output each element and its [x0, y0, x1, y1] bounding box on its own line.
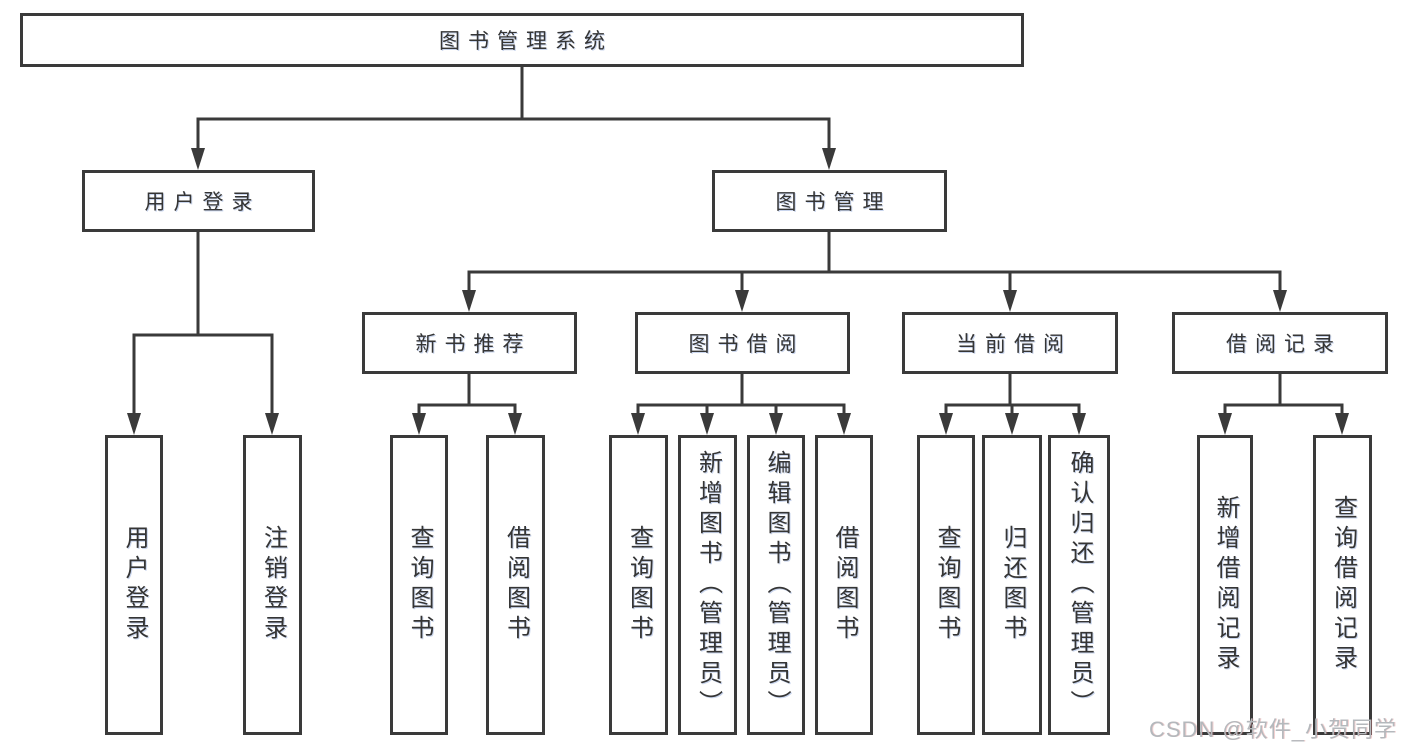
- connector-new-book-rec-to-leaves: [412, 374, 522, 435]
- node-query-books-current: 查询图书: [917, 435, 975, 735]
- connector-book-borrowing-to-leaves: [631, 374, 851, 435]
- node-add-borrow-record: 新增借阅记录: [1197, 435, 1253, 735]
- node-user-login: 用户登录: [82, 170, 315, 232]
- node-library-system: 图书管理系统: [20, 13, 1024, 67]
- node-confirm-return-admin: 确认归还（管理员）: [1048, 435, 1110, 735]
- connector-book-mgmt-to-level3: [462, 232, 1287, 312]
- node-borrowing-records: 借阅记录: [1172, 312, 1388, 374]
- node-return-books: 归还图书: [982, 435, 1042, 735]
- connector-borrowing-records-to-leaves: [1218, 374, 1349, 435]
- node-edit-books-admin: 编辑图书（管理员）: [747, 435, 805, 735]
- node-query-books-borrowing: 查询图书: [609, 435, 668, 735]
- node-borrow-books-recommend: 借阅图书: [486, 435, 545, 735]
- node-borrow-books-borrowing: 借阅图书: [815, 435, 873, 735]
- node-query-books-recommend: 查询图书: [390, 435, 448, 735]
- node-book-borrowing: 图书借阅: [635, 312, 850, 374]
- connector-current-borrowing-to-leaves: [939, 374, 1086, 435]
- node-query-borrow-record: 查询借阅记录: [1313, 435, 1372, 735]
- node-logout-leaf: 注销登录: [243, 435, 302, 735]
- connector-user-login-to-leaves: [127, 232, 279, 435]
- node-current-borrowing: 当前借阅: [902, 312, 1118, 374]
- node-book-management: 图书管理: [712, 170, 947, 232]
- node-add-books-admin: 新增图书（管理员）: [678, 435, 737, 735]
- csdn-watermark: CSDN @软件_小贺同学: [1148, 717, 1397, 742]
- connector-root-to-level2: [191, 67, 836, 170]
- node-user-login-leaf: 用户登录: [105, 435, 163, 735]
- node-new-book-recommend: 新书推荐: [362, 312, 577, 374]
